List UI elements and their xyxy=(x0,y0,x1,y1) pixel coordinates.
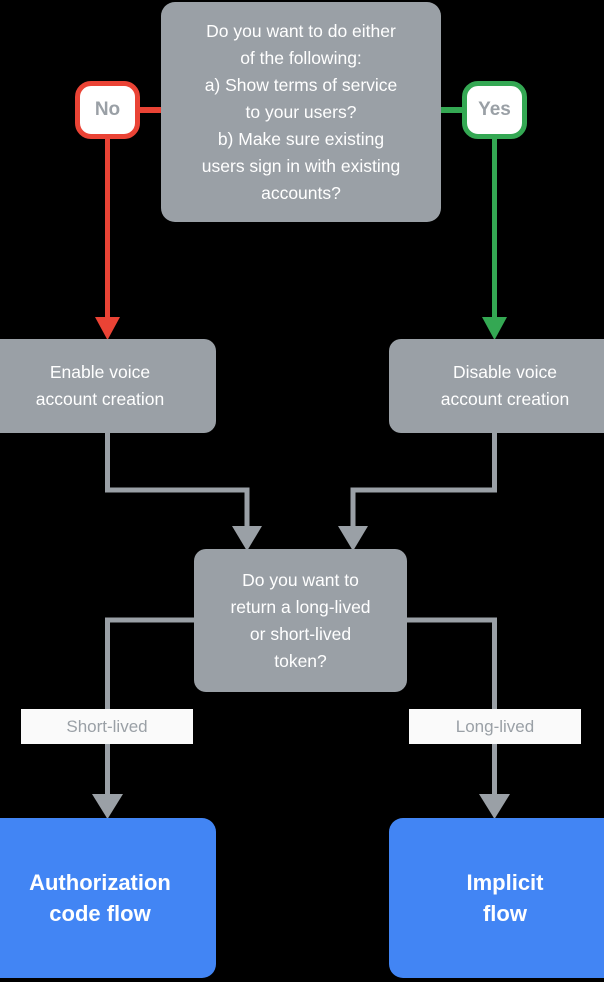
implicit-flow-label: Implicit flow xyxy=(466,870,544,926)
connector-token-to-implicit xyxy=(407,617,497,795)
arrowhead-enable-merge xyxy=(232,526,262,551)
decision-token-label: Do you want to return a long-lived or sh… xyxy=(230,569,371,671)
edge-label-long-lived: Long-lived xyxy=(409,709,581,744)
badge-no-label: No xyxy=(94,99,121,120)
terminal-node-authorization-code-flow[interactable]: Authorization code flow xyxy=(0,818,216,978)
badge-no[interactable]: No xyxy=(75,81,140,139)
edge-label-short-lived: Short-lived xyxy=(21,709,193,744)
arrowhead-auth xyxy=(92,794,123,819)
badge-yes[interactable]: Yes xyxy=(462,81,527,139)
connector-disable-to-token xyxy=(350,433,497,527)
enable-node-label: Enable voice account creation xyxy=(35,362,165,409)
process-node-disable-voice-account-creation[interactable]: Disable voice account creation xyxy=(389,339,604,433)
decision-node-label: Do you want to do either of the followin… xyxy=(201,20,401,203)
badge-yes-label: Yes xyxy=(478,99,511,120)
arrowhead-no xyxy=(95,317,120,340)
arrowhead-implicit xyxy=(479,794,510,819)
connector-token-to-auth xyxy=(105,617,194,795)
arrowhead-yes xyxy=(482,317,507,340)
terminal-node-implicit-flow[interactable]: Implicit flow xyxy=(389,818,604,978)
arrowhead-disable-merge xyxy=(338,526,368,551)
decision-node-terms-or-existing-accounts[interactable]: Do you want to do either of the followin… xyxy=(161,2,441,222)
connector-enable-to-token xyxy=(105,433,250,527)
disable-node-label: Disable voice account creation xyxy=(440,362,570,409)
decision-node-token-lifetime[interactable]: Do you want to return a long-lived or sh… xyxy=(194,549,407,692)
auth-flow-label: Authorization code flow xyxy=(29,870,171,926)
process-node-enable-voice-account-creation[interactable]: Enable voice account creation xyxy=(0,339,216,433)
edge-label-short-lived-text: Short-lived xyxy=(66,716,148,736)
edge-label-long-lived-text: Long-lived xyxy=(455,716,535,736)
